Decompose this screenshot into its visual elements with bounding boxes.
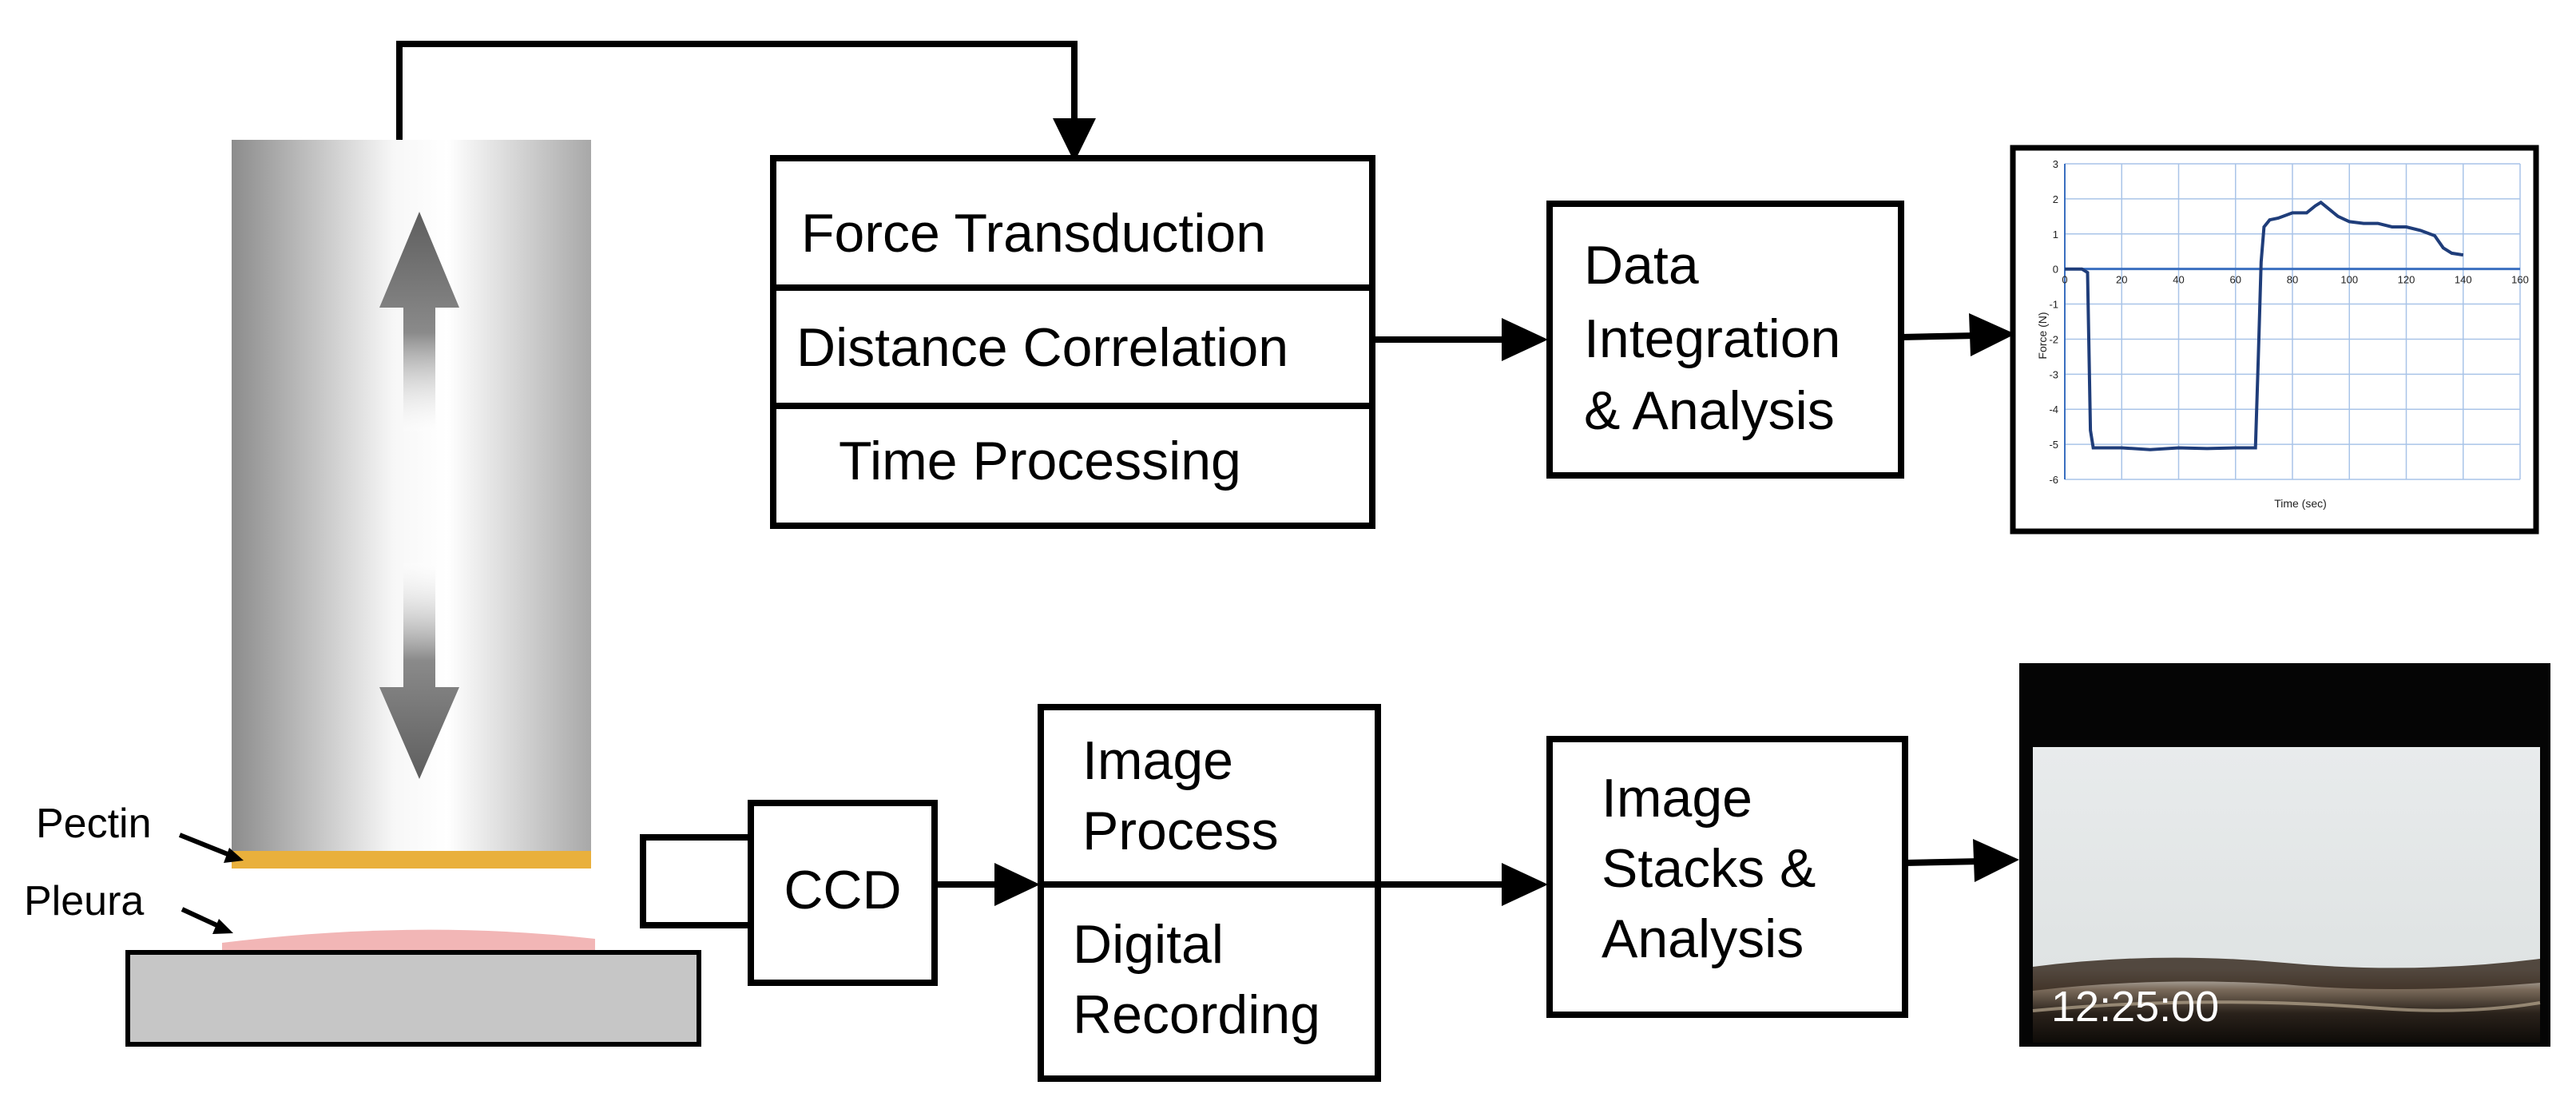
video-image bbox=[2033, 747, 2540, 1043]
ccd-camera: CCD bbox=[640, 800, 938, 986]
force-chart: 0 20 40 60 80 100 120 140 160 3 2 1 0 -1 -2 -3 -4 -5 -6 Fo… bbox=[2010, 145, 2539, 535]
chart-x-tick-label: 20 bbox=[2116, 274, 2127, 286]
digital-recording-line1: Digital bbox=[1073, 914, 1224, 975]
chart-x-tick-label: 60 bbox=[2230, 274, 2241, 286]
chart-x-tick-label: 80 bbox=[2287, 274, 2298, 286]
pleura-layer bbox=[222, 929, 595, 951]
chart-x-tick-label: 40 bbox=[2173, 274, 2184, 286]
chart-y-tick-label: -2 bbox=[2049, 333, 2058, 345]
chart-y-tick-label: -6 bbox=[2049, 474, 2058, 486]
image-process-line2: Process bbox=[1082, 801, 1279, 861]
chart-y-axis-title: Force (N) bbox=[2036, 312, 2049, 359]
chart-y-tick-label: -4 bbox=[2049, 403, 2058, 415]
image-process-line1: Image bbox=[1082, 730, 1233, 791]
chart-x-tick-label: 160 bbox=[2511, 274, 2529, 286]
tissue-edge bbox=[2033, 957, 2540, 991]
chart-y-tick-label: -3 bbox=[2049, 368, 2058, 380]
chart-y-tick-label: 2 bbox=[2053, 193, 2058, 205]
image-stacks-box: Image Stacks & Analysis bbox=[1546, 736, 1908, 1018]
time-processing-label: Time Processing bbox=[839, 431, 1241, 491]
chart-y-tick-label: -1 bbox=[2049, 299, 2058, 311]
down-arrow-icon bbox=[379, 563, 459, 779]
chart-x-tick-label: 0 bbox=[2062, 274, 2067, 286]
base-plate bbox=[125, 950, 701, 1047]
data-integration-box: Data Integration & Analysis bbox=[1546, 201, 1904, 479]
data-integration-line2: Integration bbox=[1584, 308, 1840, 369]
chart-y-tick-label: 0 bbox=[2053, 264, 2058, 276]
data-integration-line3: & Analysis bbox=[1584, 380, 1835, 441]
stack-to-data-arrow bbox=[1372, 318, 1548, 361]
image-stacks-line2: Stacks & bbox=[1602, 838, 1816, 899]
image-stacks-line1: Image bbox=[1602, 768, 1752, 829]
chart-ticks: 0 20 40 60 80 100 120 140 160 3 2 1 0 -1 -2 -3 -4 -5 -6 bbox=[2049, 158, 2528, 486]
apparatus: Pectin Pleura bbox=[24, 140, 701, 1047]
pleura-pointer-head bbox=[212, 919, 233, 934]
down-arrowhead-icon bbox=[1053, 118, 1096, 162]
data-integration-line1: Data bbox=[1584, 235, 1699, 296]
chart-y-tick-label: -5 bbox=[2049, 439, 2058, 451]
video-frame: 12:25:00 bbox=[2019, 663, 2550, 1047]
image-processing-stack: Image Process Digital Recording bbox=[1038, 704, 1381, 1082]
image-stacks-line3: Analysis bbox=[1602, 908, 1804, 969]
pectin-layer bbox=[232, 851, 591, 869]
chart-x-tick-label: 140 bbox=[2455, 274, 2472, 286]
pleura-label: Pleura bbox=[24, 878, 144, 924]
up-arrow-icon bbox=[379, 212, 459, 431]
pectin-label: Pectin bbox=[36, 801, 152, 847]
image-to-stacks-arrow bbox=[1378, 863, 1548, 906]
chart-x-axis-title: Time (sec) bbox=[2274, 497, 2327, 510]
distance-correlation-label: Distance Correlation bbox=[796, 317, 1288, 378]
force-transduction-label: Force Transduction bbox=[801, 203, 1266, 264]
tissue-streak bbox=[2032, 1000, 2541, 1012]
stacks-to-video-arrow bbox=[1904, 839, 2019, 882]
chart-y-tick-label: 1 bbox=[2053, 229, 2058, 240]
cylinder-to-force-connector bbox=[396, 41, 1096, 162]
pectin-pointer-head bbox=[224, 848, 244, 863]
chart-x-tick-label: 100 bbox=[2340, 274, 2358, 286]
chart-grid bbox=[2064, 163, 2521, 480]
video-timestamp: 12:25:00 bbox=[2051, 983, 2219, 1031]
ccd-label: CCD bbox=[784, 860, 901, 920]
camera-lens bbox=[640, 834, 754, 928]
digital-recording-line2: Recording bbox=[1073, 984, 1320, 1045]
data-to-chart-arrow bbox=[1900, 313, 2015, 356]
chart-x-tick-label: 120 bbox=[2398, 274, 2415, 286]
ccd-to-image-arrow bbox=[935, 863, 1040, 906]
ccd-box bbox=[748, 800, 938, 986]
measurement-stack: Force Transduction Distance Correlation … bbox=[770, 155, 1375, 529]
chart-y-tick-label: 3 bbox=[2053, 158, 2058, 170]
chart-series-line bbox=[2065, 200, 2464, 451]
pectin-pointer bbox=[178, 833, 237, 860]
